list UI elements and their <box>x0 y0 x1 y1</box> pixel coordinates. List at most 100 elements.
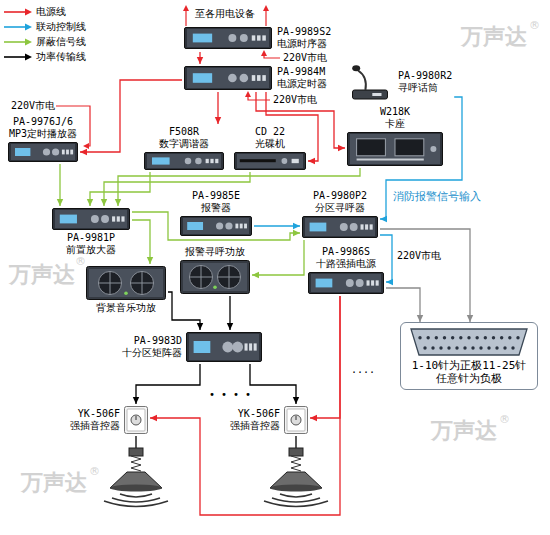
device-picture <box>86 266 166 300</box>
equipment-unit: PA-9983D十分区矩阵器 <box>120 330 264 364</box>
wall-plate <box>285 407 308 434</box>
chassis <box>303 217 378 238</box>
pin <box>495 346 498 349</box>
knob <box>52 148 59 155</box>
button-row <box>357 159 424 161</box>
knob <box>282 158 288 164</box>
arrowhead <box>150 415 157 421</box>
arrowhead <box>147 257 153 264</box>
knob <box>228 74 237 83</box>
front-panel <box>147 154 221 168</box>
button <box>361 224 364 229</box>
knob <box>225 222 232 229</box>
pin <box>439 346 442 349</box>
model-number: PA-9980P2 <box>313 190 367 202</box>
legend: 电源线联动控制线屏蔽信号线功率传输线 <box>4 4 86 64</box>
watermark-mark: ® <box>88 466 101 478</box>
fan-guard <box>189 265 212 288</box>
arrowhead <box>101 199 107 206</box>
connector <box>252 240 304 278</box>
supply-arrows <box>56 11 280 146</box>
device-icon <box>86 266 166 300</box>
device-picture <box>186 332 262 362</box>
device-picture <box>347 132 443 166</box>
device-icon <box>184 27 272 49</box>
button <box>257 35 261 40</box>
knob <box>240 34 248 42</box>
arrowhead <box>261 50 267 56</box>
watermark: 万声达 <box>430 418 498 444</box>
knob <box>228 34 236 42</box>
device-name: 卡座 <box>385 118 405 130</box>
chassis <box>185 28 272 49</box>
legend-text: 联动控制线 <box>36 21 86 33</box>
wire <box>168 292 200 330</box>
knob <box>346 279 354 287</box>
legend-swatch <box>4 22 32 32</box>
knob <box>195 158 201 164</box>
front-panel <box>187 29 269 47</box>
wire <box>150 296 340 515</box>
wire <box>380 229 470 322</box>
speaker-rim <box>110 485 162 492</box>
fan-guard <box>130 271 153 294</box>
display <box>310 223 327 232</box>
button <box>262 35 266 40</box>
arrowhead <box>293 230 300 236</box>
connector <box>101 172 250 206</box>
equipment-unit: PA-9984M电源定时器 <box>182 64 329 92</box>
arrowhead <box>115 199 121 206</box>
button <box>262 75 266 81</box>
device-icon <box>347 132 443 166</box>
unit-label: PA-9985E报警器 <box>192 190 240 214</box>
pin <box>508 336 511 339</box>
power-led <box>213 285 217 289</box>
front-panel <box>189 334 259 360</box>
arrowhead <box>338 145 345 151</box>
unit-label: YK-506F强插音控器 <box>224 408 280 432</box>
arrowhead <box>263 5 269 11</box>
knob <box>43 148 50 155</box>
wire <box>104 172 250 206</box>
display <box>60 215 77 224</box>
device-name: 数字调谐器 <box>159 138 209 150</box>
pin <box>492 336 495 339</box>
chassis <box>87 267 166 300</box>
arrowhead <box>87 199 93 206</box>
arrowhead <box>57 199 63 206</box>
watermark: 万声达 <box>460 24 528 50</box>
wire <box>250 364 296 404</box>
legend-text: 功率传输线 <box>36 51 86 63</box>
arrowhead <box>183 5 189 11</box>
arrowhead <box>293 397 299 404</box>
device-name: 分区寻呼器 <box>315 202 365 214</box>
display <box>193 34 212 43</box>
arrowhead <box>133 397 139 404</box>
knob <box>232 342 243 353</box>
volume-knob <box>291 415 301 425</box>
pin <box>435 336 438 339</box>
connector <box>310 296 340 421</box>
swatch-arrowhead <box>25 53 32 60</box>
device-icon <box>180 260 250 294</box>
connector <box>215 92 221 124</box>
supply-arrowheads <box>83 5 269 149</box>
watermark-mark: ® <box>74 256 87 268</box>
knob <box>216 222 223 229</box>
arrowhead <box>386 279 393 285</box>
device-picture <box>184 27 272 49</box>
knob <box>240 74 249 83</box>
plate-face <box>127 409 145 431</box>
connector <box>197 52 203 64</box>
device-name: MP3定时播放器 <box>9 128 77 140</box>
pin <box>479 346 482 349</box>
chassis <box>235 153 306 170</box>
device-icon <box>186 332 262 362</box>
connector <box>57 164 63 206</box>
equipment-unit: 背景音乐功放 <box>84 264 168 316</box>
device-name: 寻呼话筒 <box>398 82 438 94</box>
pin <box>484 336 487 339</box>
model-number: CD 22 <box>255 126 285 138</box>
equipment-unit: PA-9981P前置放大器 <box>50 206 132 258</box>
front-panel <box>183 218 249 234</box>
